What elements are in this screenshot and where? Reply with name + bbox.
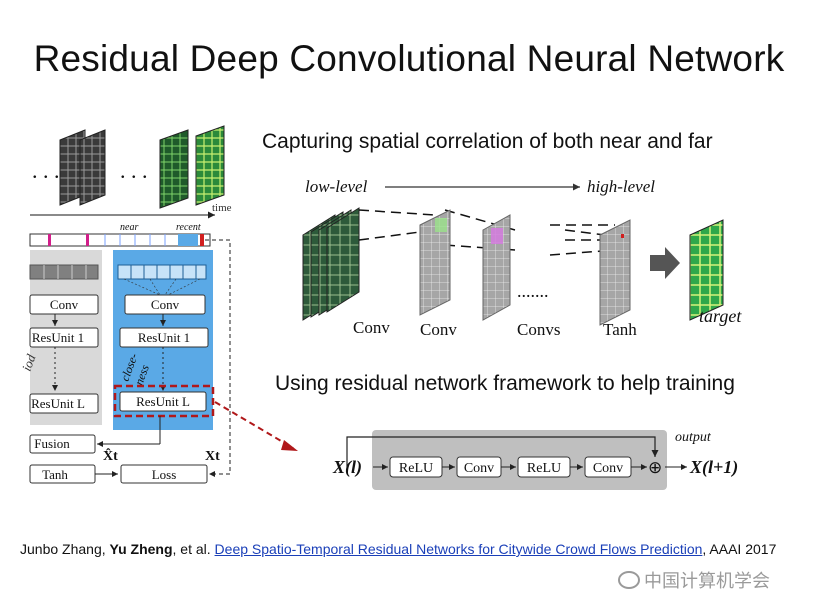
closeness-resunit1-box [119, 327, 209, 348]
subtitle-residual-training: Using residual network framework to help… [275, 372, 735, 395]
closeness-resunitL-label: ResUnit L [136, 394, 190, 409]
residual-input-label: X(l) [332, 457, 362, 478]
low-level-label: low-level [305, 177, 368, 196]
ellipsis-middle: . . . [120, 158, 148, 183]
target-map [689, 219, 724, 321]
conv-hierarchy-diagram: low-level high-level ....... Conv Conv [302, 177, 742, 339]
residual-output-label: X(l+1) [689, 457, 738, 478]
gray-flow-maps [59, 129, 106, 206]
conv-layer-2 [482, 214, 511, 321]
tanh-layer-label: Tanh [603, 320, 637, 339]
green-flow-maps [159, 125, 225, 209]
conv-label-2: Conv [420, 320, 457, 339]
subtitle-spatial-correlation: Capturing spatial correlation of both ne… [262, 130, 713, 153]
skip-connection [346, 436, 659, 467]
recent-label: recent [176, 222, 201, 233]
conv-label-1: Conv [353, 318, 390, 337]
predicted-x-label: X̂t [103, 447, 118, 464]
time-label: time [212, 202, 232, 214]
period-resunitL-label: ResUnit L [31, 396, 85, 411]
high-level-label: high-level [587, 177, 655, 196]
paper-link[interactable]: Deep Spatio-Temporal Residual Networks f… [214, 541, 703, 557]
tanh-label: Tanh [42, 467, 68, 482]
conv-label-1: Conv [464, 461, 494, 476]
conv-layer-1 [419, 209, 451, 316]
closeness-conv-box [124, 294, 206, 315]
period-branch-label: iod [19, 352, 39, 373]
near-label: near [120, 222, 138, 233]
period-resunit1-box [29, 327, 99, 348]
citation-bold-author: Yu Zheng [109, 541, 173, 557]
loss-box [120, 464, 208, 484]
fusion-box [29, 434, 96, 454]
output-label: output [675, 430, 712, 445]
citation-authors-prefix: Junbo Zhang, [20, 541, 110, 557]
conv-label-2: Conv [593, 461, 623, 476]
closeness-conv-label: Conv [151, 297, 180, 312]
convs-ellipsis: ....... [517, 281, 549, 301]
target-label: target [699, 306, 742, 326]
highlight-dashed-box [113, 384, 215, 418]
slide-title: Residual Deep Convolutional Neural Netwo… [33, 38, 785, 79]
add-icon: ⊕ [648, 458, 662, 477]
period-resunitL-box [29, 393, 99, 414]
watermark: 中国计算机学会 [618, 567, 770, 593]
closeness-connection-lines [123, 278, 201, 296]
input-map-stack [302, 207, 360, 321]
output-arrow [650, 247, 680, 279]
closeness-resunit1-label: ResUnit 1 [138, 330, 190, 345]
ground-truth-dashed-path [205, 239, 231, 477]
citation-authors-suffix: , et al. [172, 541, 215, 557]
relu-label-2: ReLU [527, 461, 561, 476]
residual-unit-diagram: X(l) ReLU Conv ReLU Conv ⊕ output X(l+1) [332, 430, 738, 490]
convs-label: Convs [517, 320, 560, 339]
wechat-icon [618, 571, 640, 589]
period-conv-box [29, 294, 99, 315]
loss-label: Loss [152, 467, 177, 482]
fusion-label: Fusion [34, 436, 70, 451]
timeline-ticks [48, 234, 204, 246]
closeness-input-frames [117, 264, 207, 280]
watermark-text: 中国计算机学会 [644, 571, 770, 591]
relu-label-1: ReLU [399, 461, 433, 476]
ellipsis-left: . . . [32, 158, 60, 183]
citation-venue: , AAAI 2017 [702, 541, 777, 557]
closeness-label-part2: ness [132, 363, 152, 388]
period-input-frames [29, 264, 99, 280]
citation: Junbo Zhang, Yu Zheng, et al. Deep Spati… [20, 541, 776, 557]
ground-truth-x-label: Xt [205, 449, 220, 464]
pointer-arrowhead [281, 440, 298, 451]
pointer-dashed-arrow [214, 401, 294, 449]
st-resnet-architecture-diagram: . . . . . . time near recent Conv ResU [19, 125, 298, 484]
period-resunit1-label: ResUnit 1 [32, 330, 84, 345]
period-conv-label: Conv [50, 297, 79, 312]
tanh-layer [599, 219, 631, 326]
closeness-resunitL-box [119, 391, 207, 412]
